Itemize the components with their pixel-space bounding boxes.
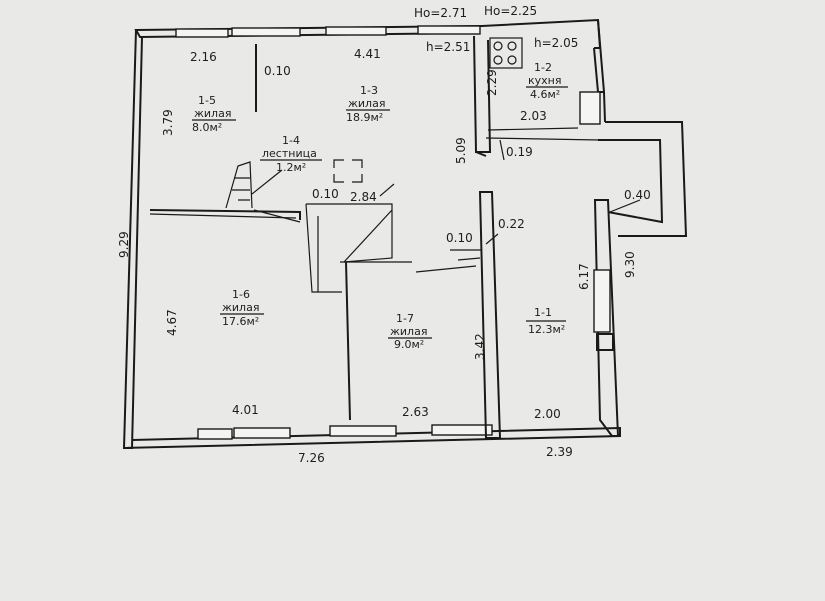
- room-labels: 1-5 жилая 8.0м² 1-3 жилая 18.9м² 1-4 лес…: [192, 61, 565, 351]
- room-1-5-name: жилая: [194, 107, 231, 120]
- dim-9-29: 9.29: [117, 231, 131, 258]
- room-1-2-id: 1-2: [534, 61, 552, 74]
- room-1-3-height: h=2.51: [426, 40, 470, 54]
- dim-2-29: 2.29: [485, 69, 499, 96]
- dim-5-09: 5.09: [454, 137, 468, 164]
- dim-0-19: 0.19: [506, 145, 533, 159]
- dim-7-26: 7.26: [298, 451, 325, 465]
- dim-2-16: 2.16: [190, 50, 217, 64]
- room-1-7-name: жилая: [390, 325, 427, 338]
- staircase: [225, 161, 393, 293]
- dim-2-00: 2.00: [534, 407, 561, 421]
- room-label-underlines: [192, 86, 568, 339]
- windows: [175, 25, 611, 440]
- dim-3-79: 3.79: [161, 109, 175, 136]
- room-1-1-id: 1-1: [534, 306, 552, 319]
- room-1-7-area: 9.0м²: [394, 338, 424, 351]
- room-1-6-name: жилая: [222, 301, 259, 314]
- dim-2-63: 2.63: [402, 405, 429, 419]
- dim-2-03: 2.03: [520, 109, 547, 123]
- dim-9-30: 9.30: [623, 251, 637, 278]
- room-1-6-id: 1-6: [232, 288, 250, 301]
- kitchen-height: h=2.05: [534, 36, 578, 50]
- room-1-4-area: 1.2м²: [276, 161, 306, 174]
- room-1-5-area: 8.0м²: [192, 121, 222, 134]
- dimension-labels: 2.16 4.41 0.10 3.79 2.29 2.03 5.09 0.19 …: [117, 47, 651, 465]
- dim-3-42: 3.42: [473, 333, 487, 360]
- stove-icon: [489, 37, 523, 69]
- dim-6-17: 6.17: [577, 263, 591, 290]
- leader-lines: [379, 139, 641, 245]
- dim-0-10-c: 0.10: [446, 231, 473, 245]
- room-1-3-area: 18.9м²: [346, 111, 383, 124]
- dim-4-01: 4.01: [232, 403, 259, 417]
- ho-right-mark: Ho=2.25: [484, 4, 537, 18]
- interior-walls: [149, 35, 601, 439]
- room-1-5-id: 1-5: [198, 94, 216, 107]
- hatch-marker: [333, 159, 363, 183]
- dim-4-41: 4.41: [354, 47, 381, 61]
- room-1-3-id: 1-3: [360, 84, 378, 97]
- dim-0-10-b: 0.10: [312, 187, 339, 201]
- room-1-2-name: кухня: [528, 74, 561, 87]
- room-1-2-area: 4.6м²: [530, 88, 560, 101]
- dim-0-40: 0.40: [624, 188, 651, 202]
- outer-walls: [122, 18, 688, 449]
- room-1-3-name: жилая: [348, 97, 385, 110]
- dim-2-84: 2.84: [350, 190, 377, 204]
- room-1-6-area: 17.6м²: [222, 315, 259, 328]
- dim-0-22: 0.22: [498, 217, 525, 231]
- ho-left-mark: Ho=2.71: [414, 6, 467, 20]
- height-marks: Ho=2.71 Ho=2.25 h=2.51 h=2.05: [414, 4, 578, 54]
- room-1-4-name: лестница: [262, 147, 317, 160]
- dim-4-67: 4.67: [165, 309, 179, 336]
- room-1-4-id: 1-4: [282, 134, 300, 147]
- dim-2-39: 2.39: [546, 445, 573, 459]
- dim-0-10-a: 0.10: [264, 64, 291, 78]
- room-1-7-id: 1-7: [396, 312, 414, 325]
- room-1-1-area: 12.3м²: [528, 323, 565, 336]
